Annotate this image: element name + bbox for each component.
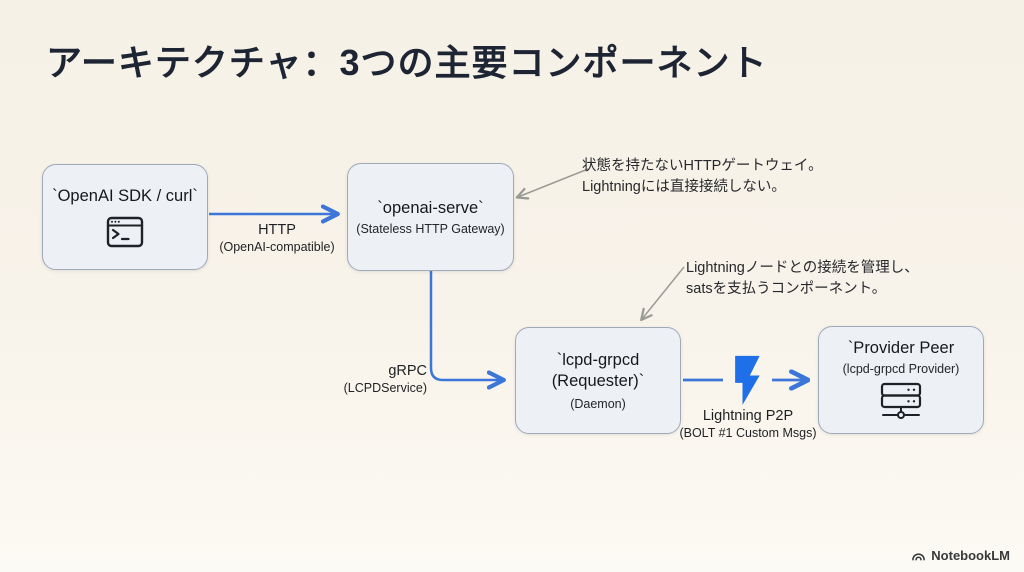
node-lcpd-grpcd-requester: `lcpd-grpcd (Requester)` (Daemon) — [515, 327, 681, 434]
edge-detail: (OpenAI-compatible) — [219, 240, 335, 254]
terminal-icon — [106, 217, 144, 248]
server-icon — [880, 382, 922, 419]
annotation-gateway: 状態を持たないHTTPゲートウェイ。 Lightningには直接接続しない。 — [582, 158, 823, 195]
edge-detail: (LCPDService) — [343, 381, 427, 395]
node-subtitle: (Stateless HTTP Gateway) — [356, 221, 505, 236]
edge-label-grpc: gRPC (LCPDService) — [307, 362, 427, 396]
gateway-annotation-arrow — [515, 168, 589, 200]
node-title: `openai-serve` — [377, 199, 484, 218]
node-openai-sdk: `OpenAI SDK / curl` — [42, 164, 208, 270]
notebooklm-logo-icon — [912, 553, 926, 561]
node-title: `lcpd-grpcd (Requester)` — [551, 350, 645, 390]
edge-label-http: HTTP (OpenAI-compatible) — [207, 221, 347, 255]
annotation-requester: Lightningノードとの接続を管理し、 satsを支払うコンポーネント。 — [686, 260, 919, 297]
node-title: `Provider Peer — [847, 339, 955, 358]
edge-detail: (BOLT #1 Custom Msgs) — [679, 426, 817, 440]
edge-protocol: gRPC — [388, 363, 427, 379]
grpc-arrow — [429, 271, 502, 380]
node-title: `OpenAI SDK / curl` — [52, 186, 198, 205]
lightning-bolt-icon — [735, 355, 760, 405]
node-provider-peer: `Provider Peer (lcpd-grpcd Provider) — [818, 326, 984, 434]
page-title: アーキテクチャ：3つの主要コンポーネント — [46, 42, 768, 83]
edge-label-lightning: Lightning P2P (BOLT #1 Custom Msgs) — [653, 407, 843, 441]
node-openai-serve: `openai-serve` (Stateless HTTP Gateway) — [347, 163, 514, 271]
node-subtitle: (lcpd-grpcd Provider) — [842, 361, 960, 376]
node-subtitle: (Daemon) — [570, 397, 626, 412]
edge-protocol: Lightning P2P — [702, 408, 794, 424]
edge-protocol: HTTP — [258, 222, 296, 238]
requester-annotation-arrow — [640, 266, 685, 322]
notebooklm-brand: NotebookLM — [911, 548, 1010, 563]
brand-label: NotebookLM — [931, 548, 1010, 563]
